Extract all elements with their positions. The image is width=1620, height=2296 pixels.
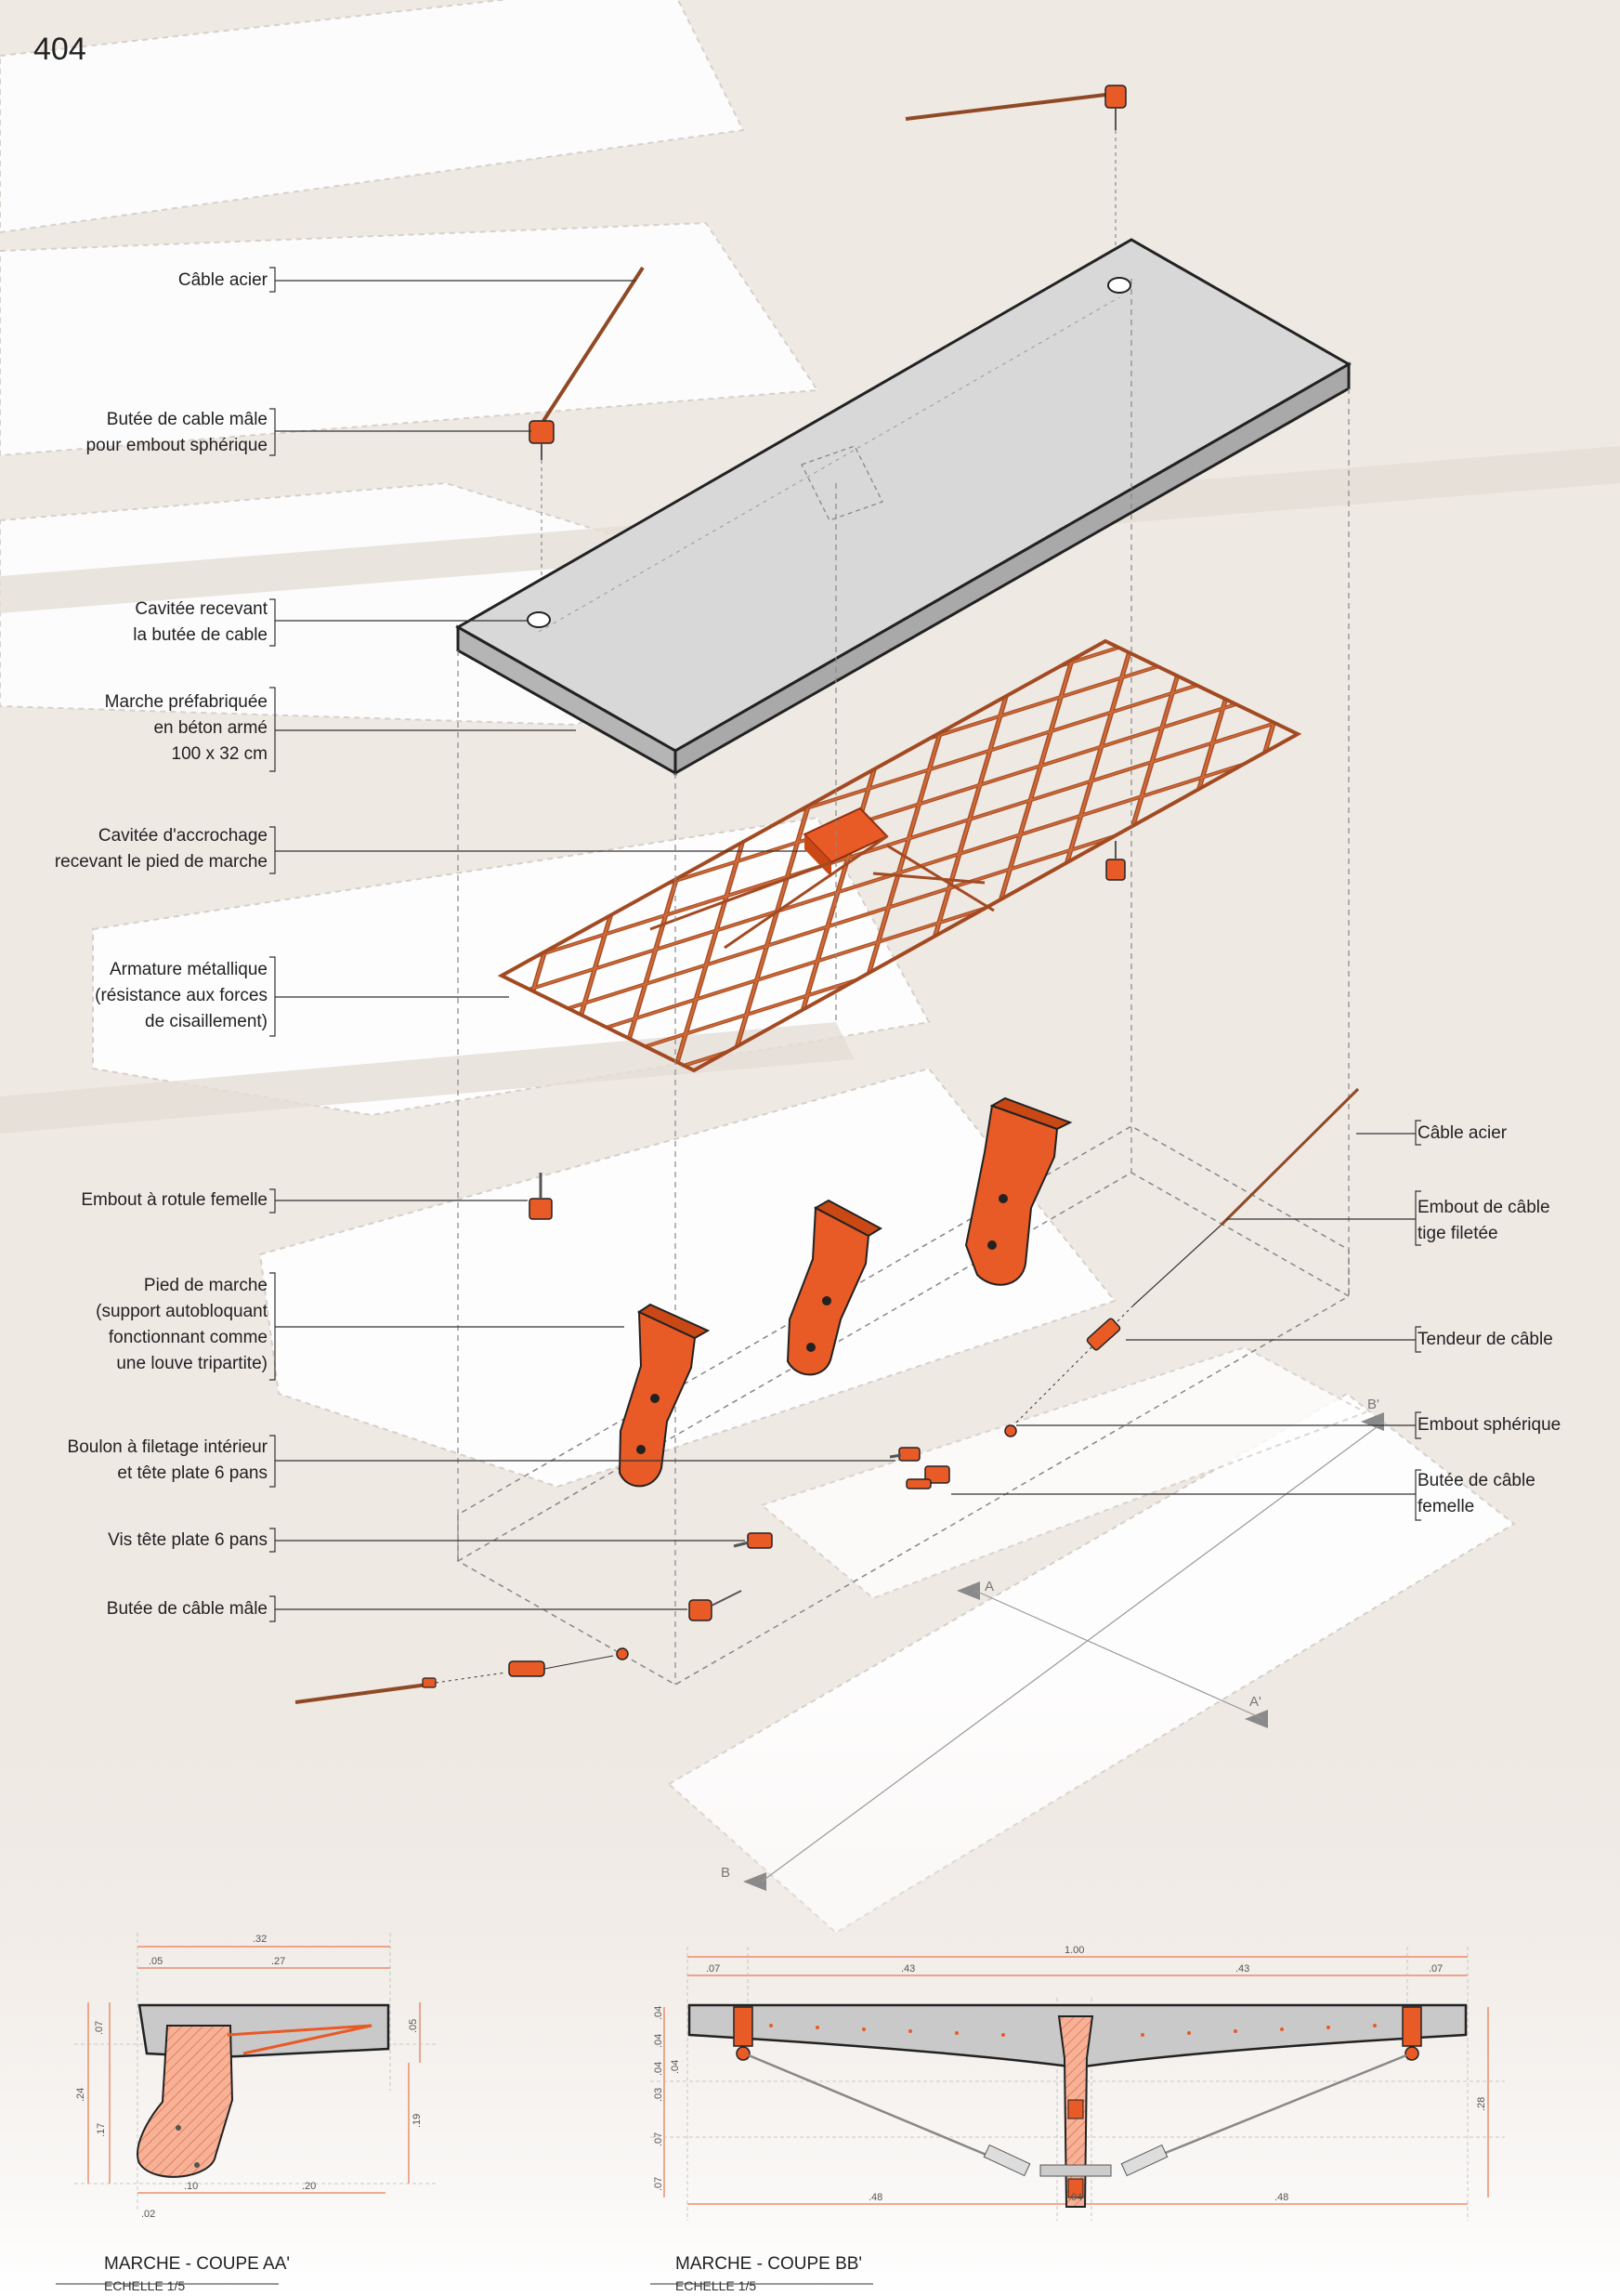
- bb-dim-left-4: .04: [670, 2060, 681, 2074]
- top-cable-assembly: [905, 85, 1127, 279]
- bb-dim-left-6: .07: [653, 2132, 664, 2146]
- aa-dim-left-3: .17: [96, 2123, 107, 2137]
- step-foot-1: [964, 1096, 1073, 1286]
- label-spherical-end: Embout sphérique: [1418, 1415, 1561, 1435]
- bb-dim-left-1: .04: [653, 2006, 664, 2020]
- aa-dim-top-2: .27: [271, 1956, 285, 1967]
- section-cut-markers: B' A A' B: [721, 1397, 1385, 1891]
- bb-dim-left-3: .04: [653, 2062, 664, 2076]
- leader-lines: [269, 267, 1421, 1622]
- aa-dim-right-2: .19: [412, 2114, 423, 2128]
- bb-dim-top-2: .43: [901, 1963, 915, 1975]
- bb-dim-top-4: .07: [1429, 1963, 1443, 1975]
- bb-dim-bottom-3: .48: [1274, 2192, 1288, 2203]
- section-aa-drawing: .32 .05 .27 .07 .24 .17 .05 .19 .10 .20 …: [56, 1933, 437, 2285]
- label-cable-tensioner: Tendeur de câble: [1418, 1330, 1553, 1349]
- aa-dim-bottom-1: .10: [184, 2181, 198, 2192]
- label-female-ball-joint: Embout à rotule femelle: [81, 1190, 268, 1210]
- label-hex-screw: Vis tête plate 6 pans: [108, 1530, 268, 1550]
- aa-dim-left-2: .24: [75, 2088, 86, 2102]
- label-cable-stop-cavity: Cavitée recevant la butée de cable: [133, 599, 268, 645]
- hex-screw: [733, 1532, 773, 1549]
- label-steel-cable: Câble acier: [177, 270, 268, 290]
- step-foot-2: [786, 1199, 883, 1376]
- right-cable-assembly: [1004, 1087, 1360, 1437]
- aa-dim-bottom-3: .02: [141, 2209, 155, 2220]
- section-bb-scale: ECHELLE 1/5: [675, 2278, 757, 2293]
- step-feet: [618, 1096, 1073, 1488]
- section-bb-drawing: 1.00 .07 .43 .43 .07 .04 .04 .04 .04 .03…: [650, 1945, 1505, 2285]
- section-label-b-prime: B': [1367, 1397, 1379, 1412]
- label-internal-thread-bolt: Boulon à filetage intérieur et tête plat…: [67, 1437, 268, 1483]
- bb-dim-top-3: .43: [1235, 1963, 1249, 1975]
- internal-thread-bolt: [889, 1447, 921, 1462]
- aa-dim-top-1: .05: [149, 1956, 163, 1967]
- label-male-cable-stop-spherical: Butée de cable mâle pour embout sphériqu…: [85, 410, 268, 455]
- step-foot-3: [618, 1303, 711, 1488]
- page-number: 404: [33, 32, 86, 67]
- bb-dim-left-7: .07: [653, 2177, 664, 2191]
- aa-dim-bottom-2: .20: [302, 2181, 316, 2192]
- female-ball-joint-end: [529, 1173, 553, 1220]
- female-cable-stop: [906, 1465, 950, 1489]
- label-hook-cavity: Cavitée d'accrochage recevant le pied de…: [54, 826, 268, 872]
- section-aa-title: MARCHE - COUPE AA': [104, 2254, 290, 2274]
- bb-dim-top-total: 1.00: [1065, 1945, 1084, 1956]
- bb-dim-left-5: .03: [653, 2088, 664, 2102]
- male-cable-stop-lower: [688, 1590, 742, 1621]
- label-step-foot: Pied de marche (support autobloquant fon…: [96, 1276, 268, 1373]
- section-label-a: A: [985, 1579, 994, 1594]
- vertical-guide-lines: [457, 279, 1350, 1685]
- bottom-fade: [0, 1691, 1620, 2296]
- section-aa-scale: ECHELLE 1/5: [104, 2278, 186, 2293]
- section-marker-a: [957, 1581, 980, 1600]
- section-label-a-prime: A': [1249, 1694, 1261, 1710]
- aa-dim-right-1: .05: [408, 2019, 419, 2033]
- section-label-b: B: [721, 1865, 730, 1881]
- bb-dim-left-2: .04: [653, 2034, 664, 2048]
- cable-stop-right: [1105, 841, 1126, 881]
- label-male-cable-stop: Butée de câble mâle: [106, 1599, 268, 1619]
- label-rebar: Armature métallique (résistance aux forc…: [95, 960, 268, 1031]
- bb-dim-bottom-1: .48: [869, 2192, 882, 2203]
- lower-cable-assembly: [294, 1647, 629, 1704]
- label-threaded-rod-end: Embout de câble tige filetée: [1418, 1198, 1550, 1243]
- section-marker-a-prime: [1245, 1710, 1268, 1728]
- aa-dim-top-total: .32: [253, 1934, 267, 1945]
- precast-concrete-step: [454, 238, 1352, 776]
- label-female-cable-stop: Butée de câble femelle: [1418, 1471, 1535, 1516]
- bolts-and-screws: [688, 1447, 950, 1621]
- bb-dim-top-1: .07: [706, 1963, 720, 1975]
- label-steel-cable-right: Câble acier: [1418, 1123, 1508, 1143]
- section-bb-title: MARCHE - COUPE BB': [675, 2254, 863, 2274]
- bb-dim-bottom-2: .04: [1068, 2192, 1082, 2203]
- rebar-mesh: [497, 638, 1302, 1073]
- section-marker-b: [743, 1872, 766, 1891]
- label-precast-step: Marche préfabriquée en béton armé 100 x …: [104, 692, 268, 764]
- bb-dim-right-1: .28: [1476, 2097, 1487, 2111]
- aa-dim-left-1: .07: [94, 2021, 105, 2035]
